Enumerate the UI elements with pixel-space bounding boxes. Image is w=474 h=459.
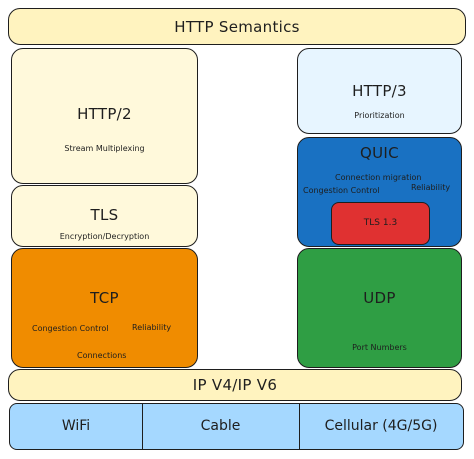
- tls13-layer: TLS 1.3: [331, 202, 430, 245]
- udp-feature: Port Numbers: [352, 343, 407, 352]
- udp-title: UDP: [363, 289, 396, 307]
- http3-feature: Prioritization: [354, 111, 405, 120]
- link-divider-2: [299, 404, 300, 449]
- tcp-feature-reliability: Reliability: [132, 323, 172, 332]
- http2-feature: Stream Multiplexing: [64, 144, 145, 153]
- http3-title: HTTP/3: [352, 82, 407, 100]
- ip-label: IP V4/IP V6: [192, 376, 278, 394]
- tcp-layer: TCP Congestion Control Reliability Conne…: [11, 248, 198, 368]
- tls13-label: TLS 1.3: [363, 218, 398, 228]
- link-cellular: Cellular (4G/5G): [324, 418, 438, 434]
- ip-layer: IP V4/IP V6: [8, 369, 462, 401]
- link-cable: Cable: [200, 418, 241, 434]
- quic-feature-migration: Connection migration: [335, 173, 422, 182]
- link-divider-1: [142, 404, 143, 449]
- link-wifi: WiFi: [61, 418, 91, 434]
- udp-layer: UDP Port Numbers: [297, 248, 462, 368]
- http2-title: HTTP/2: [77, 105, 132, 123]
- http3-layer: HTTP/3 Prioritization: [297, 48, 462, 134]
- quic-feature-reliability: Reliability: [411, 183, 451, 192]
- tls-layer: TLS Encryption/Decryption: [11, 185, 198, 247]
- http2-layer: HTTP/2 Stream Multiplexing: [11, 48, 198, 184]
- http-semantics-layer: HTTP Semantics: [8, 8, 466, 45]
- quic-layer: QUIC Connection migration Congestion Con…: [297, 137, 462, 247]
- tls-title: TLS: [90, 206, 119, 224]
- quic-title: QUIC: [360, 144, 399, 162]
- tls-feature: Encryption/Decryption: [59, 232, 150, 241]
- tcp-feature-congestion: Congestion Control: [32, 324, 109, 333]
- link-layer: WiFi Cable Cellular (4G/5G): [9, 403, 464, 450]
- quic-feature-congestion: Congestion Control: [303, 186, 380, 195]
- tcp-feature-connections: Connections: [77, 351, 127, 360]
- http-semantics-label: HTTP Semantics: [174, 18, 300, 36]
- tcp-title: TCP: [90, 289, 119, 307]
